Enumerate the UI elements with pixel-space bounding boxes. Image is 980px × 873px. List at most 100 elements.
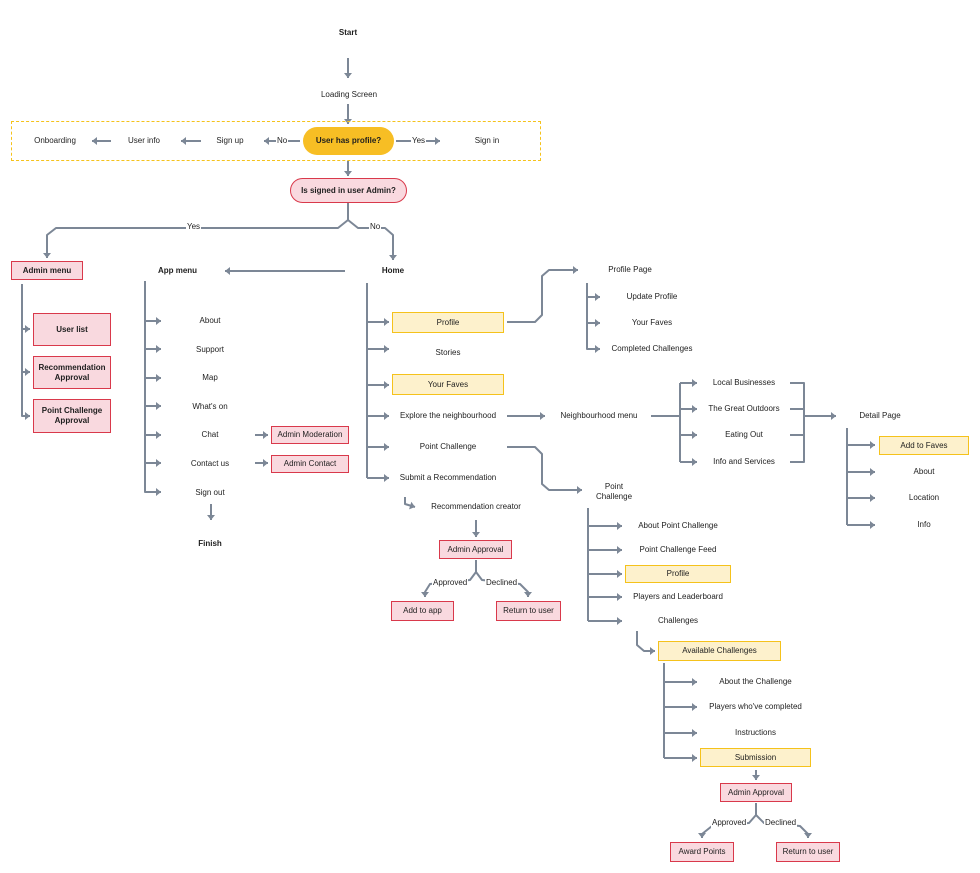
admin-menu-node: Admin menu [11,261,83,280]
arrowhead [595,319,600,327]
arrowhead [384,318,389,326]
rec-approved-label: Approved [432,578,469,588]
admin-moderation-node: Admin Moderation [271,426,349,444]
arrowhead [617,593,622,601]
app-menu-contact-us: Contact us [166,456,254,472]
has-profile-no-label: No [276,136,289,146]
info-services-node: Info and Services [700,454,788,470]
great-outdoors-node: The Great Outdoors [700,401,788,417]
home-point-challenge: Point Challenge [392,439,504,455]
connector-line-13 [144,281,160,493]
point-challenge-approval-node: Point Challenge Approval [33,399,111,433]
arrowhead [384,474,389,482]
home-submit-recommendation: Submit a Recommendation [392,470,504,486]
arrowhead [156,402,161,410]
connector-line-56 [507,446,582,491]
arrowhead [344,171,352,176]
arrowhead [692,431,697,439]
arrowhead [156,317,161,325]
pc-approved-label: Approved [711,818,748,828]
home-node: Home [348,263,438,279]
arrowhead [207,515,215,520]
profile-page-node: Profile Page [591,262,669,278]
local-businesses-node: Local Businesses [700,375,788,391]
recommendation-creator-node: Recommendation creator [420,499,532,515]
sign-in-node: Sign in [452,133,522,149]
has-profile-yes-label: Yes [411,136,427,146]
rec-return-to-user-node: Return to user [496,601,561,621]
arrowhead [870,521,875,529]
connector-line-11 [21,372,30,417]
arrowhead [421,592,429,597]
arrowhead [692,678,697,686]
arrowhead [263,459,268,467]
arrowhead [870,468,875,476]
arrowhead [831,412,836,420]
arrowhead [92,137,97,145]
arrowhead [573,266,578,274]
pc-admin-approval-node: Admin Approval [720,783,792,802]
neighbourhood-menu-node: Neighbourhood menu [549,408,649,424]
app-menu-map: Map [166,370,254,386]
arrowhead [263,431,268,439]
app-menu-node: App menu [140,263,215,279]
arrowhead [409,501,415,510]
rec-declined-label: Declined [485,578,519,588]
app-menu-chat: Chat [166,427,254,443]
arrowhead [384,412,389,420]
arrowhead [25,412,30,420]
admin-yes-label: Yes [186,222,202,232]
arrowhead [156,459,161,467]
user-list-node: User list [33,313,111,346]
onboarding-node: Onboarding [22,133,88,149]
point-challenge-node: Point Challenge [589,478,639,506]
submission-node: Submission [700,748,811,767]
app-menu-support: Support [166,342,254,358]
arrowhead [692,754,697,762]
arrowhead [25,368,30,376]
recommendation-approval-node: Recommendation Approval [33,356,111,389]
home-explore: Explore the neighbourhood [392,408,504,424]
arrowhead [156,374,161,382]
connector-line-36 [586,283,597,350]
arrowhead [650,647,655,655]
user-has-profile-decision: User has profile? [303,127,394,155]
pc-players-leaderboard: Players and Leaderboard [625,589,731,605]
pc-profile: Profile [625,565,731,583]
app-menu-about: About [166,313,254,329]
add-to-app-node: Add to app [391,601,454,621]
app-menu-whats-on: What's on [166,399,254,415]
arrowhead [804,833,812,838]
detail-page-node: Detail Page [840,408,920,424]
loading-screen-node: Loading Screen [306,86,392,104]
award-points-node: Award Points [670,842,734,862]
profile-check-group [11,121,541,161]
arrowhead [384,345,389,353]
app-menu-sign-out: Sign out [166,485,254,501]
arrowhead [384,381,389,389]
arrowhead [435,137,440,145]
is-admin-decision: Is signed in user Admin? [290,178,407,203]
update-profile-node: Update Profile [605,289,699,305]
arrowhead [595,293,600,301]
connector-line-8 [347,219,394,260]
arrowhead [540,412,545,420]
arrowhead [472,532,480,537]
arrowhead [617,546,622,554]
arrowhead [698,833,706,838]
arrowhead [752,775,760,780]
detail-info: Info [879,517,969,533]
arrowhead [384,443,389,451]
about-the-challenge-node: About the Challenge [700,674,811,690]
arrowhead [181,137,186,145]
profile-your-faves-node: Your Faves [605,315,699,331]
arrowhead [617,617,622,625]
arrowhead [156,431,161,439]
sign-up-node: Sign up [203,133,257,149]
arrowhead [595,345,600,353]
detail-location: Location [879,490,969,506]
home-your-faves: Your Faves [392,374,504,395]
connector-line-35 [507,269,578,323]
admin-contact-node: Admin Contact [271,455,349,473]
